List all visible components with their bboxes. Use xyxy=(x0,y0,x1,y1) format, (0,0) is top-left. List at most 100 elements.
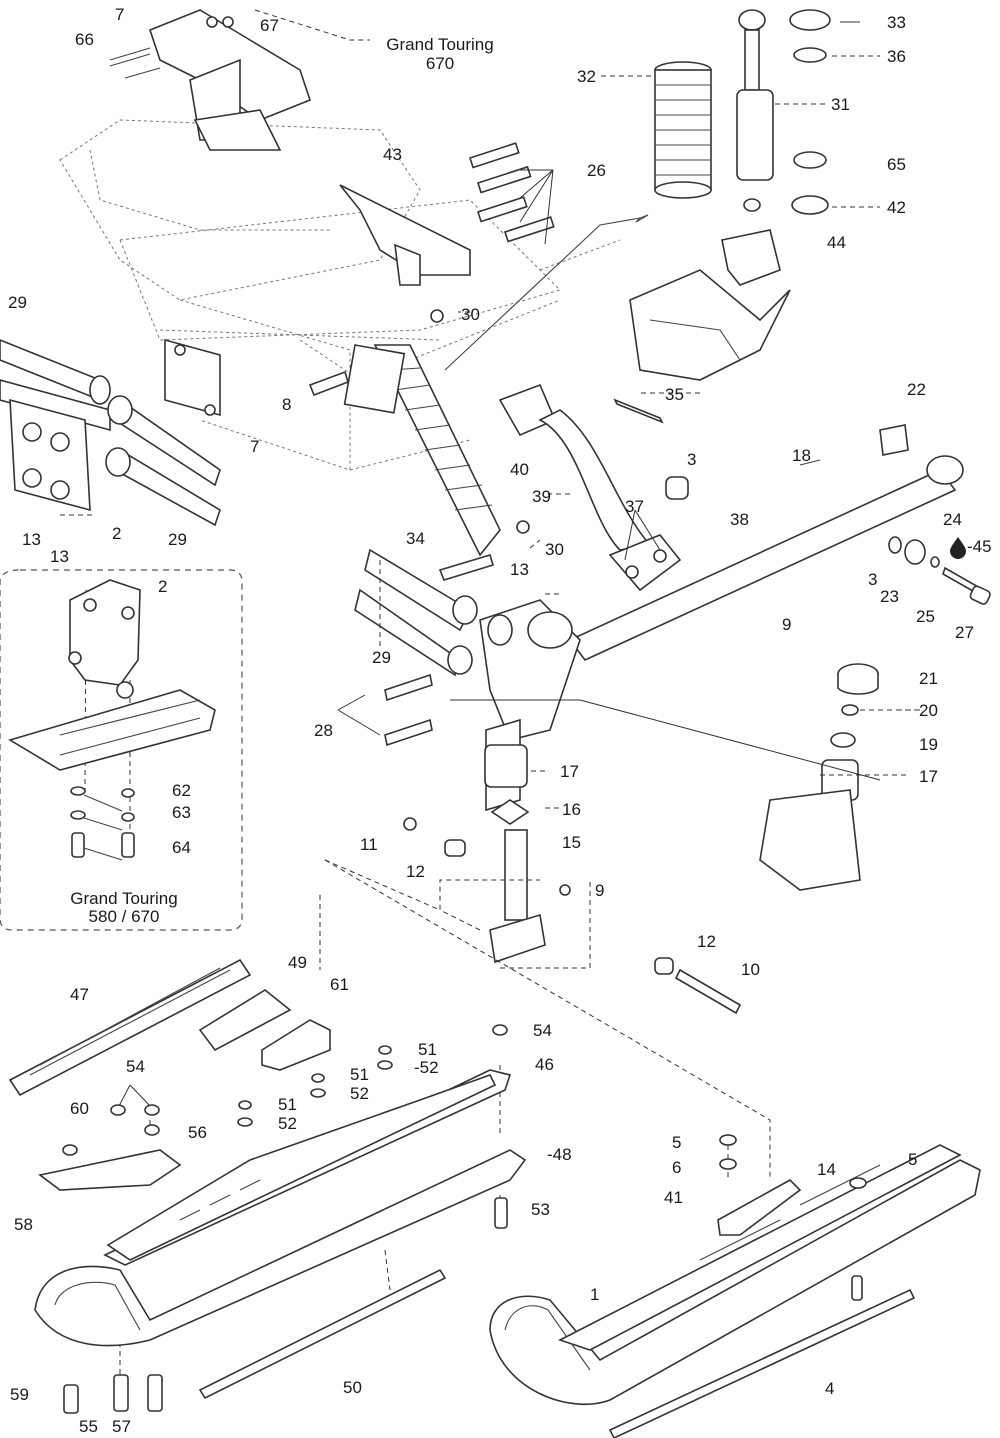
callout-2-inset: 2 xyxy=(158,577,167,596)
callout-17: 17 xyxy=(560,762,579,781)
steering-upper-bracket xyxy=(629,269,791,381)
callout-23: 23 xyxy=(880,587,899,606)
top-mount-bracket xyxy=(109,9,311,151)
bolts-28-34 xyxy=(384,673,433,747)
caption-inset-model: Grand Touring xyxy=(70,889,177,908)
callout-34: 34 xyxy=(406,529,425,548)
callout-29-low: 29 xyxy=(372,648,391,667)
callout-52-b: 52 xyxy=(350,1084,369,1103)
center-bracket-7 xyxy=(164,338,221,417)
callout-67: 67 xyxy=(260,16,279,35)
callout-24: 24 xyxy=(943,510,962,529)
callout-10: 10 xyxy=(741,960,760,979)
callout-43: 43 xyxy=(383,145,402,164)
callout-17-b: 17 xyxy=(919,767,938,786)
spindle-lower-stack xyxy=(403,744,742,1015)
callout-4: 4 xyxy=(825,1379,834,1398)
callout-54: 54 xyxy=(533,1021,552,1040)
callout-2: 2 xyxy=(112,524,121,543)
callout-14: 14 xyxy=(817,1160,836,1179)
callout-30-b: 30 xyxy=(545,540,564,559)
callout-30: 30 xyxy=(461,305,480,324)
callout-25: 25 xyxy=(916,607,935,626)
callout-12: 12 xyxy=(406,862,425,881)
callout-39: 39 xyxy=(532,487,551,506)
ski-right-assembly xyxy=(489,1134,981,1438)
tie-rod-end-hardware xyxy=(888,536,991,605)
cross-tubes xyxy=(0,339,478,677)
side-plate-13 xyxy=(9,398,91,512)
callout-26: 26 xyxy=(587,161,606,180)
callout-63: 63 xyxy=(172,803,191,822)
callout-7: 7 xyxy=(115,5,124,24)
callout-11: 11 xyxy=(360,835,378,854)
callout-16: 16 xyxy=(562,800,581,819)
callout-3-b: 3 xyxy=(868,570,877,589)
callout-54-b: 54 xyxy=(126,1057,145,1076)
caption-top-model: Grand Touring xyxy=(386,35,493,54)
caption-inset-engines: 580 / 670 xyxy=(89,907,160,926)
callout-labels: 7 67 66 33 36 32 31 65 42 44 43 26 29 30… xyxy=(8,5,992,1436)
callout-29: 29 xyxy=(8,293,27,312)
callout-65: 65 xyxy=(887,155,906,174)
callout-9: 9 xyxy=(782,615,791,634)
callout-62: 62 xyxy=(172,781,191,800)
callout-60: 60 xyxy=(70,1099,89,1118)
callout-19: 19 xyxy=(919,735,938,754)
callout-27: 27 xyxy=(955,623,974,642)
callout-51-b: 51 xyxy=(350,1065,369,1084)
spindle-right-stack xyxy=(759,663,879,891)
callout-12-b: 12 xyxy=(697,932,716,951)
callout-44: 44 xyxy=(827,233,846,252)
callout-59: 59 xyxy=(10,1385,29,1404)
callout-5: 5 xyxy=(672,1133,681,1152)
callout-47: 47 xyxy=(70,985,89,1004)
callout-51: 51 xyxy=(418,1040,437,1059)
callout-29-mid: 29 xyxy=(168,530,187,549)
callout-13-b: 13 xyxy=(50,547,69,566)
callout-48: -48 xyxy=(547,1145,572,1164)
callout-38: 38 xyxy=(730,510,749,529)
callout-13-a: 13 xyxy=(22,530,41,549)
callout-40: 40 xyxy=(510,460,529,479)
callout-3: 3 xyxy=(687,450,696,469)
leader-lines xyxy=(60,9,920,1380)
callout-31: 31 xyxy=(831,95,850,114)
callout-1: 1 xyxy=(590,1285,599,1304)
callout-7-center: 7 xyxy=(250,437,259,456)
callout-55: 55 xyxy=(79,1417,98,1436)
callout-22: 22 xyxy=(907,380,926,399)
callout-35: 35 xyxy=(665,385,684,404)
callout-21: 21 xyxy=(919,669,938,688)
callout-52: -52 xyxy=(414,1058,439,1077)
callout-15: 15 xyxy=(562,833,581,852)
oil-drop-icon xyxy=(950,537,966,559)
callout-53: 53 xyxy=(531,1200,550,1219)
callout-5-b: 5 xyxy=(908,1150,917,1169)
front-shock xyxy=(308,309,530,581)
callout-8: 8 xyxy=(282,395,291,414)
callout-6: 6 xyxy=(672,1158,681,1177)
callout-50: 50 xyxy=(343,1378,362,1397)
rear-shock-assembly xyxy=(601,9,880,286)
callout-45: -45 xyxy=(967,537,992,556)
callout-57: 57 xyxy=(112,1417,131,1436)
callout-56: 56 xyxy=(188,1123,207,1142)
ski-left-assembly xyxy=(8,958,527,1414)
inset-grand-touring-580-670 xyxy=(0,569,243,931)
callout-33: 33 xyxy=(887,13,906,32)
callout-41: 41 xyxy=(664,1188,683,1207)
callout-52-c: 52 xyxy=(278,1114,297,1133)
callout-36: 36 xyxy=(887,47,906,66)
callout-9-b: 9 xyxy=(595,881,604,900)
callout-13-c: 13 xyxy=(510,560,529,579)
caption-top-engine: 670 xyxy=(426,54,454,73)
callout-61: 61 xyxy=(330,975,349,994)
steering-arm xyxy=(498,383,689,592)
callout-18: 18 xyxy=(792,446,811,465)
callout-37: 37 xyxy=(625,497,644,516)
callout-66: 66 xyxy=(75,30,94,49)
callout-51-c: 51 xyxy=(278,1095,297,1114)
callout-46: 46 xyxy=(535,1055,554,1074)
